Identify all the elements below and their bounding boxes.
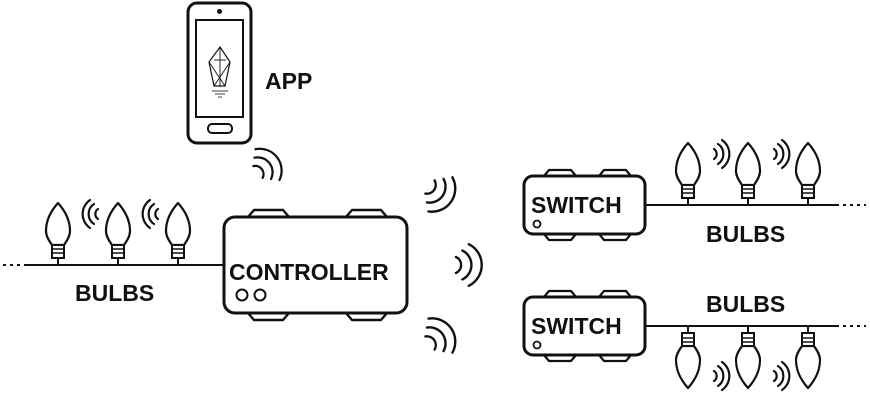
bulb-icon — [674, 324, 702, 390]
bulb-icon — [104, 201, 132, 267]
wireless-signal-icon — [712, 360, 731, 392]
wireless-signal-icon — [81, 198, 100, 230]
left-bulb-string — [3, 198, 224, 267]
crystal-logo-icon — [208, 45, 231, 98]
wireless-signal-icon — [244, 140, 291, 189]
right-bottom-bulb-string — [645, 324, 866, 392]
switch-box-bottom — [522, 289, 647, 363]
app-label: APP — [265, 68, 312, 94]
controller-label: CONTROLLER — [229, 259, 389, 285]
switch-label-top: SWITCH — [531, 192, 622, 218]
wireless-signal-icon — [416, 168, 465, 220]
bulb-icon — [734, 141, 762, 207]
phone-device — [186, 1, 253, 145]
bulb-icon — [164, 201, 192, 267]
bulb-icon — [674, 141, 702, 207]
bulb-icon — [734, 324, 762, 390]
bulbs-label-left: BULBS — [75, 280, 154, 306]
bulbs-label-right-bottom: BULBS — [706, 291, 785, 317]
wireless-signal-icon — [416, 310, 465, 362]
switch-box-top — [522, 168, 647, 242]
wireless-signal-icon — [772, 360, 791, 392]
bulbs-label-right-top: BULBS — [706, 221, 785, 247]
switch-label-bottom: SWITCH — [531, 313, 622, 339]
wireless-signal-icon — [454, 242, 483, 287]
wireless-signal-icon — [712, 138, 731, 170]
bulb-icon — [794, 324, 822, 390]
controller-box — [222, 208, 409, 322]
wireless-signal-icon — [772, 138, 791, 170]
wireless-signal-icon — [141, 198, 160, 230]
bulb-icon — [794, 141, 822, 207]
right-top-bulb-string — [645, 138, 866, 207]
bulb-icon — [44, 201, 72, 267]
